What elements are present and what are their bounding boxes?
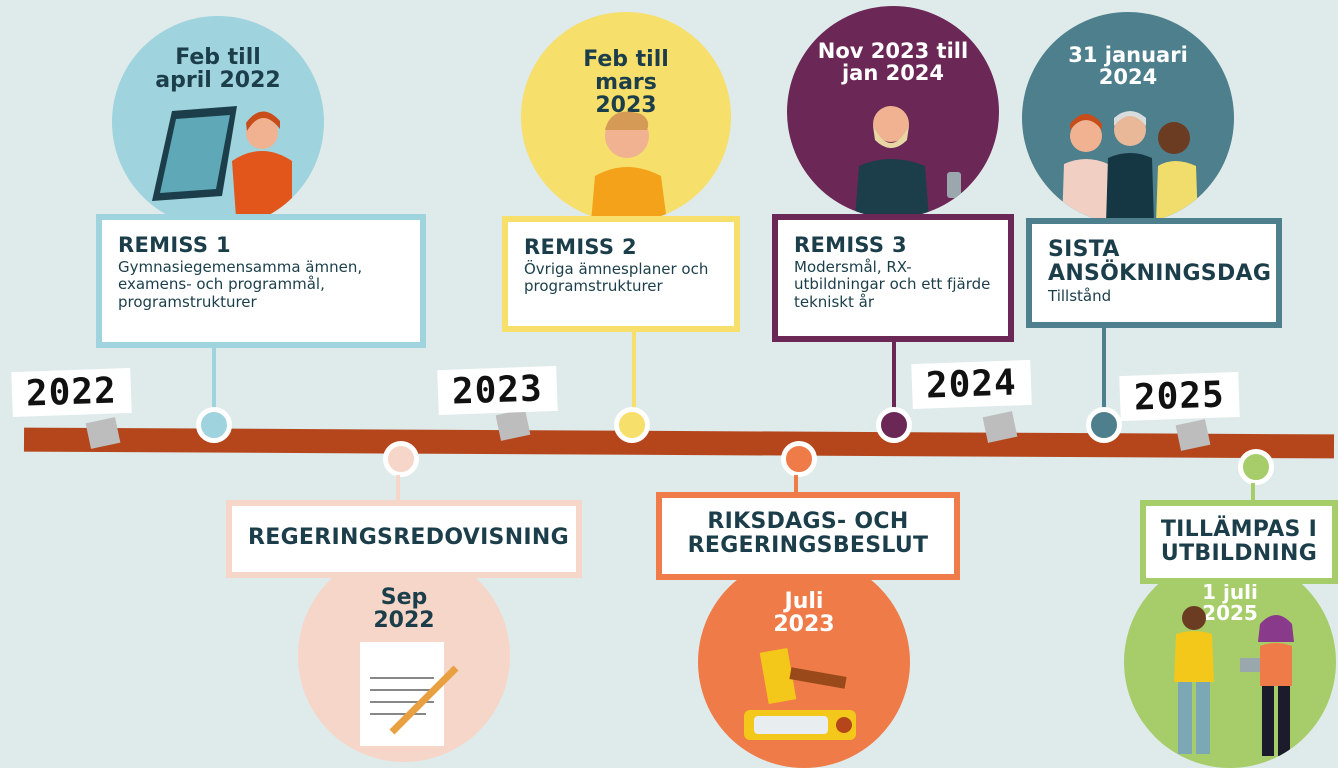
timeline-node — [876, 407, 912, 443]
event-card-remiss-1: REMISS 1 Gymnasiegemensamma ämnen, exame… — [96, 214, 426, 348]
person-icon — [591, 111, 667, 222]
event-card-riksdagsbeslut: RIKSDAGS- OCH REGERINGSBESLUT — [656, 492, 960, 580]
event-title: SISTA ANSÖKNINGSDAG — [1048, 237, 1272, 287]
event-title: REMISS 1 — [118, 233, 231, 257]
event-title: REMISS 3 — [794, 233, 907, 257]
event-title: REGERINGSREDOVISNING — [248, 525, 569, 550]
illustration-circle-tillampas: 1 juli 2025 — [1124, 556, 1336, 768]
event-title: REMISS 2 — [524, 235, 637, 259]
event-title: TILLÄMPAS I UTBILDNING — [1160, 517, 1318, 567]
year-label-2023: 2023 — [437, 365, 558, 416]
event-card-sista-ansokningsdag: SISTA ANSÖKNINGSDAG Tillstånd — [1026, 218, 1282, 328]
event-description: Övriga ämnesplaner och programstrukturer — [524, 260, 709, 296]
event-date: Nov 2023 till jan 2024 — [817, 39, 969, 86]
connector-line — [794, 475, 798, 493]
timeline-node — [383, 441, 419, 477]
event-date: Juli 2023 — [773, 589, 835, 638]
event-card-remiss-2: REMISS 2 Övriga ämnesplaner och programs… — [502, 216, 740, 332]
event-card-regeringsredovisning: REGERINGSREDOVISNING — [226, 500, 582, 578]
event-date: Sep 2022 — [373, 585, 435, 634]
timeline-node — [1086, 407, 1122, 443]
illustration-circle-remiss-3: Nov 2023 till jan 2024 — [787, 6, 999, 218]
connector-line — [1102, 328, 1106, 408]
connector-line — [212, 348, 216, 408]
event-card-tillampas: TILLÄMPAS I UTBILDNING — [1140, 500, 1338, 584]
gavel-icon — [744, 647, 856, 740]
students-icon — [1174, 606, 1294, 756]
illustration-circle-riksdagsbeslut: Juli 2023 — [698, 556, 910, 768]
event-card-remiss-3: REMISS 3 Modersmål, RX-utbildningar och … — [772, 214, 1014, 342]
person-icon — [855, 106, 961, 218]
event-date: 1 juli 2025 — [1202, 580, 1258, 625]
group-of-people-icon — [1062, 111, 1198, 224]
year-label-2022: 2022 — [11, 367, 132, 418]
event-description: Modersmål, RX-utbildningar och ett fjärd… — [794, 258, 991, 311]
connector-line — [632, 332, 636, 408]
timeline-node — [196, 407, 232, 443]
event-date: Feb till mars 2023 — [583, 47, 669, 119]
timeline-node — [781, 441, 817, 477]
event-date: 31 januari 2024 — [1068, 43, 1188, 90]
event-title: RIKSDAGS- OCH REGERINGSBESLUT — [687, 509, 929, 559]
event-description: Tillstånd — [1048, 287, 1112, 306]
illustration-circle-remiss-2: Feb till mars 2023 — [521, 12, 731, 222]
illustration-circle-sista-ansokningsdag: 31 januari 2024 — [1022, 12, 1234, 224]
illustration-circle-regeringsredovisning: Sep 2022 — [298, 550, 510, 762]
timeline-node — [614, 407, 650, 443]
connector-line — [396, 475, 400, 503]
event-date: Feb till april 2022 — [155, 45, 281, 94]
document-pen-icon — [360, 642, 459, 746]
connector-line — [1251, 483, 1255, 501]
timeline-node — [1238, 449, 1274, 485]
illustration-circle-remiss-1: Feb till april 2022 — [112, 16, 324, 228]
connector-line — [892, 342, 896, 408]
event-description: Gymnasiegemensamma ämnen, examens- och p… — [118, 258, 363, 311]
year-label-2024: 2024 — [911, 359, 1032, 410]
year-label-2025: 2025 — [1119, 371, 1240, 422]
person-laptop-icon — [152, 106, 292, 228]
